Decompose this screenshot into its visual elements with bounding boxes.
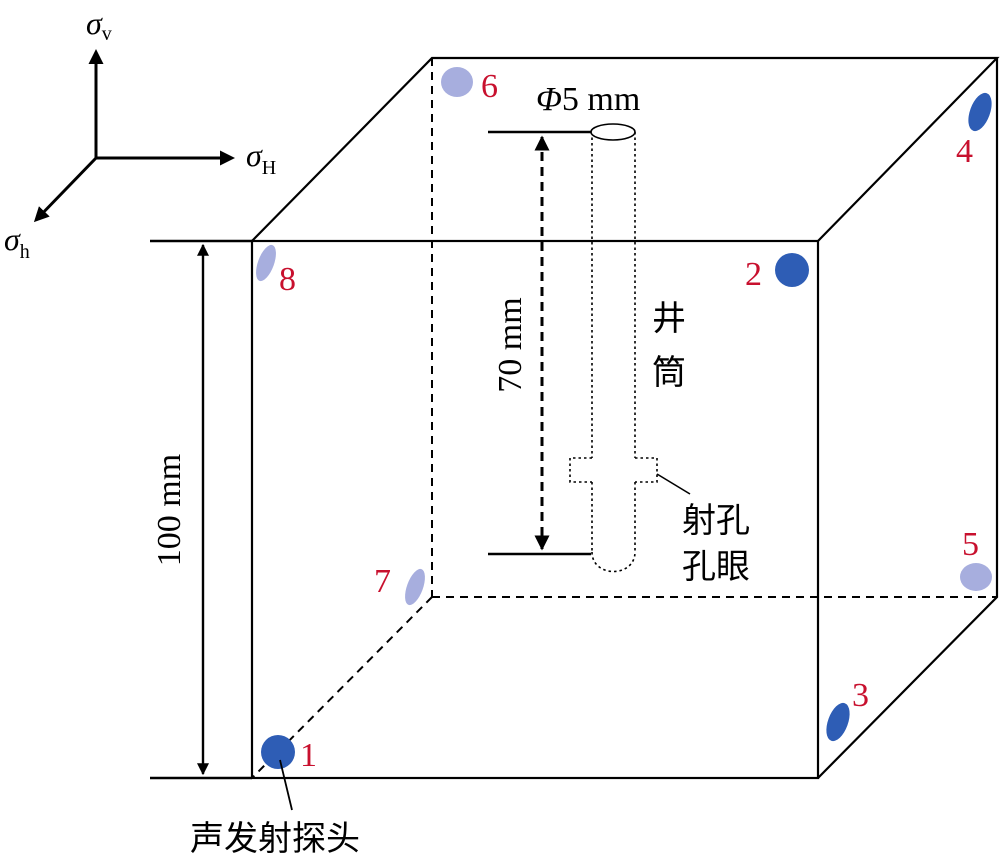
ae-sensor-labels: 1 2 3 4 5 6 7 8 xyxy=(279,68,979,774)
perforation-label-line2: 孔眼 xyxy=(682,547,750,587)
wellbore-label-line1: 井 xyxy=(652,299,686,339)
ae-sensor-5 xyxy=(960,563,992,591)
sigma-H-label: σH xyxy=(246,137,276,179)
ae-sensor-label: 声发射探头 xyxy=(190,819,360,859)
wellbore-top xyxy=(590,123,636,141)
sensor-label-2: 2 xyxy=(745,256,762,293)
ae-sensor-6 xyxy=(441,67,473,97)
sensor-label-7: 7 xyxy=(374,563,391,600)
depth-dimension: 70 mm xyxy=(488,130,591,556)
cube-top-face xyxy=(251,56,1000,242)
wellbore xyxy=(569,123,658,573)
wellbore-label-line2: 筒 xyxy=(652,353,686,393)
ae-sensor-7 xyxy=(405,568,425,606)
perforation-tunnel xyxy=(569,457,658,483)
ae-sensor-leader xyxy=(279,759,293,811)
sensor-label-8: 8 xyxy=(279,261,296,298)
ae-sensor-2 xyxy=(775,253,809,287)
sensor-label-3: 3 xyxy=(852,677,869,714)
diameter-label: Φ5 mm xyxy=(536,81,640,118)
ae-sensor-8 xyxy=(256,244,276,282)
perforation-leader xyxy=(656,473,691,495)
specimen-cube xyxy=(250,56,1000,780)
ae-sensor-1 xyxy=(261,735,295,769)
cube-right-face xyxy=(817,58,999,779)
wellbore-bottom xyxy=(591,551,636,573)
sensor-label-1: 1 xyxy=(300,737,317,774)
perforation-label-line1: 射孔 xyxy=(682,501,750,541)
sensor-label-6: 6 xyxy=(481,68,498,105)
ae-sensors xyxy=(256,67,992,769)
sigma-h-axis xyxy=(33,156,98,223)
sensor-label-5: 5 xyxy=(962,526,979,563)
height-label: 100 mm xyxy=(151,454,188,566)
ae-sensor-4 xyxy=(968,92,992,132)
sigma-h-label: σh xyxy=(4,221,30,263)
sensor-label-4: 4 xyxy=(956,133,973,170)
ae-sensor-3 xyxy=(826,702,850,742)
depth-label: 70 mm xyxy=(492,297,529,392)
height-dimension: 100 mm xyxy=(150,239,252,780)
stress-axes: σv σH σh xyxy=(4,5,276,263)
sigma-v-label: σv xyxy=(86,5,112,45)
